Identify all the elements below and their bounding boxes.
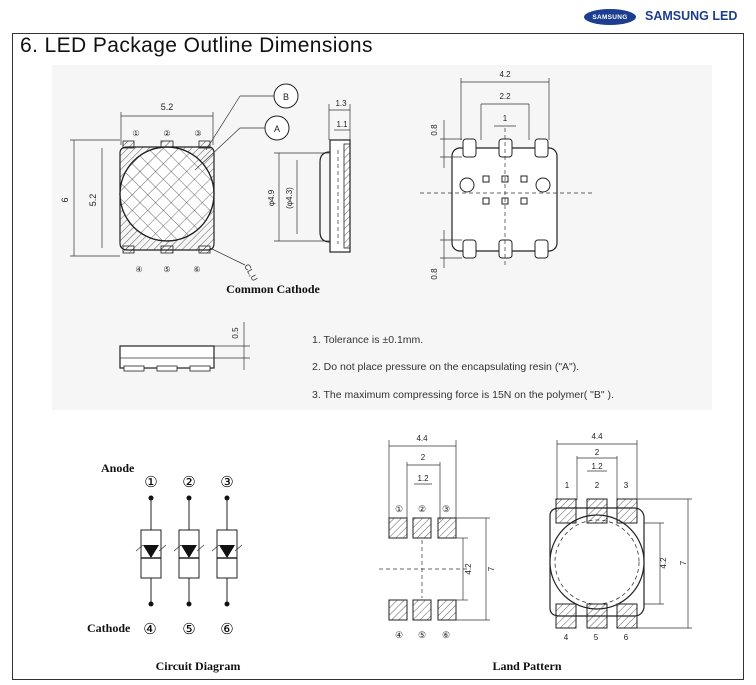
section-frame	[12, 33, 744, 680]
circuit-pin-6: ⑥	[220, 620, 233, 638]
circuit-pin-1: ①	[144, 473, 157, 491]
land-pad-label-3: ③	[442, 504, 450, 514]
land-dim-44: 4.4	[416, 434, 428, 443]
section-title: 6. LED Package Outline Dimensions	[20, 34, 373, 57]
pin-6-bottom: ⑥	[193, 265, 200, 274]
package-top-view: 5.2 6 5.2 ① ② ③ ④ ⑤ ⑥ B A CL,U	[60, 83, 299, 283]
callout-b: B	[283, 92, 289, 102]
circuit-pin-2: ②	[182, 473, 195, 491]
land-right-dim-2: 2	[595, 448, 600, 457]
note-2: 2. Do not place pressure on the encapsul…	[312, 361, 579, 373]
land-pattern-caption: Land Pattern	[493, 659, 562, 673]
brand-name: SAMSUNG LED	[645, 9, 738, 23]
circuit-pin-3: ③	[220, 473, 233, 491]
circuit-caption: Circuit Diagram	[156, 659, 241, 673]
land-pad-label-5: ⑤	[418, 630, 426, 640]
dim-side-13: 1.3	[335, 99, 347, 108]
land-right-num-6: 6	[624, 633, 629, 642]
land-right-num-5: 5	[594, 633, 599, 642]
pin-2-top: ②	[163, 129, 170, 138]
land-pad-label-6: ⑥	[442, 630, 450, 640]
cathode-label: Cathode	[87, 621, 131, 635]
dim-height-05: 0.5	[231, 327, 240, 339]
dim-bottom-1: 1	[503, 114, 508, 123]
land-right-num-4: 4	[564, 633, 569, 642]
land-right-dim-44: 4.4	[591, 432, 603, 441]
pin-4-bottom: ④	[135, 265, 142, 274]
pin-1-top: ①	[132, 129, 139, 138]
anode-label: Anode	[101, 461, 135, 475]
dim-bottom-22: 2.2	[499, 92, 511, 101]
package-bottom-view: 4.2 2.2 1 0.8 0.8	[420, 70, 592, 280]
land-pad-label-2: ②	[418, 504, 426, 514]
pin-5-bottom: ⑤	[163, 265, 170, 274]
outline-caption: Common Cathode	[226, 282, 320, 296]
led-channel-3	[211, 495, 243, 607]
pin-3-top: ③	[194, 129, 201, 138]
land-pad-label-4: ④	[395, 630, 403, 640]
dim-43: (φ4.3)	[285, 187, 294, 209]
land-right-dim-7: 7	[679, 560, 688, 565]
land-pattern-left: 4.4 2 1.2 ① ② ③ ④ ⑤ ⑥ 4.2 7	[379, 434, 496, 640]
callout-a: A	[274, 124, 280, 134]
led-channel-1	[135, 495, 167, 607]
samsung-logo: SAMSUNG	[584, 9, 636, 25]
circuit-pin-5: ⑤	[182, 620, 195, 638]
land-right-dim-42: 4.2	[659, 557, 668, 569]
page-header: SAMSUNG SAMSUNG LED	[0, 0, 756, 33]
land-dim-12: 1.2	[417, 474, 429, 483]
land-dim-42: 4.2	[464, 563, 473, 575]
dim-top-width: 5.2	[161, 102, 174, 112]
circuit-pin-4: ④	[143, 620, 156, 638]
land-right-num-1: 1	[565, 481, 570, 490]
dim-bottom-08-top: 0.8	[430, 124, 439, 136]
package-side-view: 1.3 1.1 φ4.9 (φ4.3)	[267, 99, 351, 253]
land-right-num-3: 3	[624, 481, 629, 490]
led-channel-2	[173, 495, 205, 607]
land-dim-7: 7	[487, 566, 496, 571]
land-right-dim-12: 1.2	[591, 462, 603, 471]
note-1: 1. Tolerance is ±0.1mm.	[312, 334, 423, 346]
dim-left-outer: 6	[60, 197, 70, 202]
dim-side-11: 1.1	[336, 120, 348, 129]
package-height-view: 0.5	[119, 322, 250, 372]
dim-bottom-08-bottom: 0.8	[430, 268, 439, 280]
land-pad-label-1: ①	[395, 504, 403, 514]
dim-bottom-42: 4.2	[499, 70, 511, 79]
land-right-num-2: 2	[595, 481, 600, 490]
land-dim-2: 2	[421, 453, 426, 462]
dim-left-inner: 5.2	[88, 194, 98, 207]
dim-49: φ4.9	[267, 189, 276, 206]
circuit-diagram: Anode Cathode ① ② ③ ④ ⑤ ⑥	[87, 461, 243, 673]
land-pattern-right: 4.4 2 1.2 1 2 3 4 5 6 4.2 7	[549, 432, 692, 642]
note-3: 3. The maximum compressing force is 15N …	[312, 389, 614, 401]
